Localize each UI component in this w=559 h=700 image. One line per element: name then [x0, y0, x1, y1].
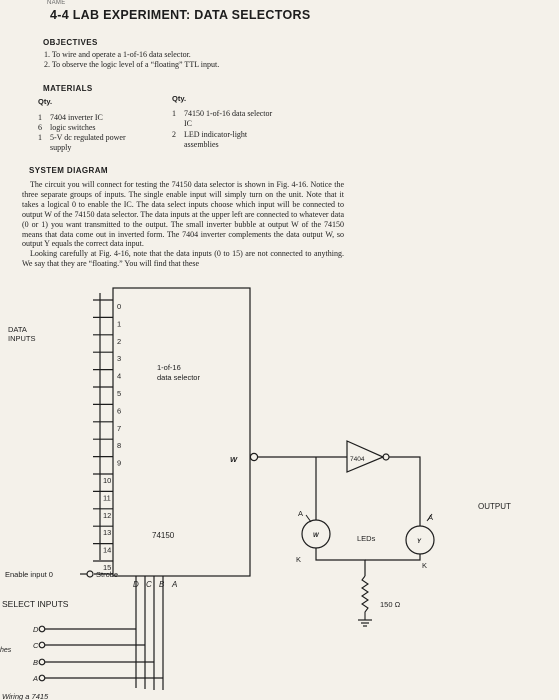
- material-item-cont: IC: [184, 119, 192, 128]
- bottom-caption-fragment: Wiring a 7415: [2, 692, 49, 700]
- data-input-number: 13: [103, 528, 111, 537]
- switch-a-terminal: [38, 674, 46, 682]
- select-pin-c: C: [146, 580, 152, 589]
- data-input-number: 7: [117, 424, 121, 433]
- data-input-number: 2: [117, 337, 121, 346]
- enable-switch-terminal: [86, 570, 94, 578]
- output-label: OUTPUT: [478, 502, 511, 511]
- chip-description-line-2: data selector: [157, 373, 200, 382]
- data-input-number: 10: [103, 476, 111, 485]
- led-w-arrow: [305, 514, 312, 523]
- margin-fragment: hes: [0, 647, 12, 654]
- material-qty: 1: [38, 133, 42, 142]
- material-item: LED indicator-light: [184, 130, 248, 139]
- chip-description-line-1: 1-of-16: [157, 363, 181, 372]
- led-y-anode-label: A: [428, 513, 433, 522]
- name-label: NAME: [47, 0, 66, 6]
- ic-74150-body: [112, 287, 251, 577]
- led-w-label: W: [313, 533, 320, 539]
- switch-d-terminal: [38, 625, 46, 633]
- leds-label: LEDs: [357, 534, 376, 543]
- data-input-number: 6: [117, 406, 121, 415]
- objectives-heading: OBJECTIVES: [43, 38, 98, 47]
- inverter-label: 7404: [350, 456, 365, 463]
- materials-qty-header-right: Qty.: [172, 94, 187, 103]
- select-pin-d: D: [133, 580, 139, 589]
- material-qty: 2: [172, 130, 176, 139]
- materials-qty-header-left: Qty.: [38, 97, 53, 106]
- led-y-arrow: [426, 513, 433, 522]
- data-input-number: 11: [103, 493, 111, 502]
- data-input-number: 4: [117, 372, 121, 381]
- material-qty: 1: [172, 109, 176, 118]
- material-qty: 6: [38, 123, 42, 132]
- led-w-anode-label: A: [298, 509, 303, 518]
- data-input-number: 14: [103, 546, 111, 555]
- output-w-pin-label: W: [230, 455, 238, 464]
- system-diagram-heading: SYSTEM DIAGRAM: [29, 166, 108, 175]
- output-w-bubble: [249, 452, 259, 462]
- y-output-wire: [389, 456, 421, 515]
- switch-c-label: C: [33, 641, 39, 650]
- data-input-number: 0: [117, 302, 121, 311]
- material-item: 74150 1-of-16 data selector: [184, 109, 273, 118]
- resistor-label: 150 Ω: [380, 600, 401, 609]
- enable-input-label: Enable input 0: [5, 570, 53, 579]
- material-item-cont: assemblies: [184, 140, 219, 149]
- material-item: 5-V dc regulated power: [50, 133, 126, 142]
- strobe-label: Strobe: [96, 570, 118, 579]
- select-pin-a: A: [171, 580, 177, 589]
- data-input-number: 8: [117, 441, 121, 450]
- data-inputs-label-1: DATA: [8, 325, 27, 334]
- switch-b-label: B: [33, 658, 38, 667]
- chip-part-number: 74150: [152, 531, 175, 540]
- data-input-number: 15: [103, 563, 111, 572]
- led-y-cathode-wire: [365, 554, 421, 561]
- system-diagram-text: The circuit you will connect for testing…: [22, 180, 344, 269]
- led-w-cathode-wire: [315, 548, 366, 576]
- material-qty: 1: [38, 113, 42, 122]
- switch-b-terminal: [38, 658, 46, 666]
- data-input-number: 3: [117, 354, 121, 363]
- materials-heading: MATERIALS: [43, 84, 93, 93]
- data-input-number: 12: [103, 511, 111, 520]
- paragraph-2: Looking carefully at Fig. 4-16, note tha…: [22, 249, 344, 269]
- led-w-cathode-label: K: [296, 555, 301, 564]
- switch-c-terminal: [38, 641, 46, 649]
- inverter-7404-triangle: [346, 440, 385, 473]
- material-item: logic switches: [50, 123, 96, 132]
- page-title: 4-4 LAB EXPERIMENT: DATA SELECTORS: [50, 8, 311, 22]
- data-inputs-label-2: INPUTS: [8, 334, 36, 343]
- select-inputs-label: SELECT INPUTS: [2, 599, 69, 609]
- led-y-label: Y: [417, 539, 422, 545]
- material-item: 7404 inverter IC: [50, 113, 103, 122]
- resistor-150-ohm: [361, 575, 369, 620]
- objective-item-2: 2. To observe the logic level of a “floa…: [44, 60, 220, 69]
- switch-a-label: A: [32, 674, 38, 683]
- switch-d-label: D: [33, 625, 39, 634]
- data-input-number: 1: [117, 319, 121, 328]
- paragraph-1: The circuit you will connect for testing…: [22, 180, 344, 249]
- select-pin-b: B: [159, 580, 165, 589]
- objective-item-1: 1. To wire and operate a 1-of-16 data se…: [44, 50, 191, 59]
- material-item-cont: supply: [50, 143, 72, 152]
- data-input-number: 9: [117, 459, 121, 468]
- led-y-cathode-label: K: [422, 561, 427, 570]
- data-input-number: 5: [117, 389, 121, 398]
- data-input-leads: [93, 299, 113, 562]
